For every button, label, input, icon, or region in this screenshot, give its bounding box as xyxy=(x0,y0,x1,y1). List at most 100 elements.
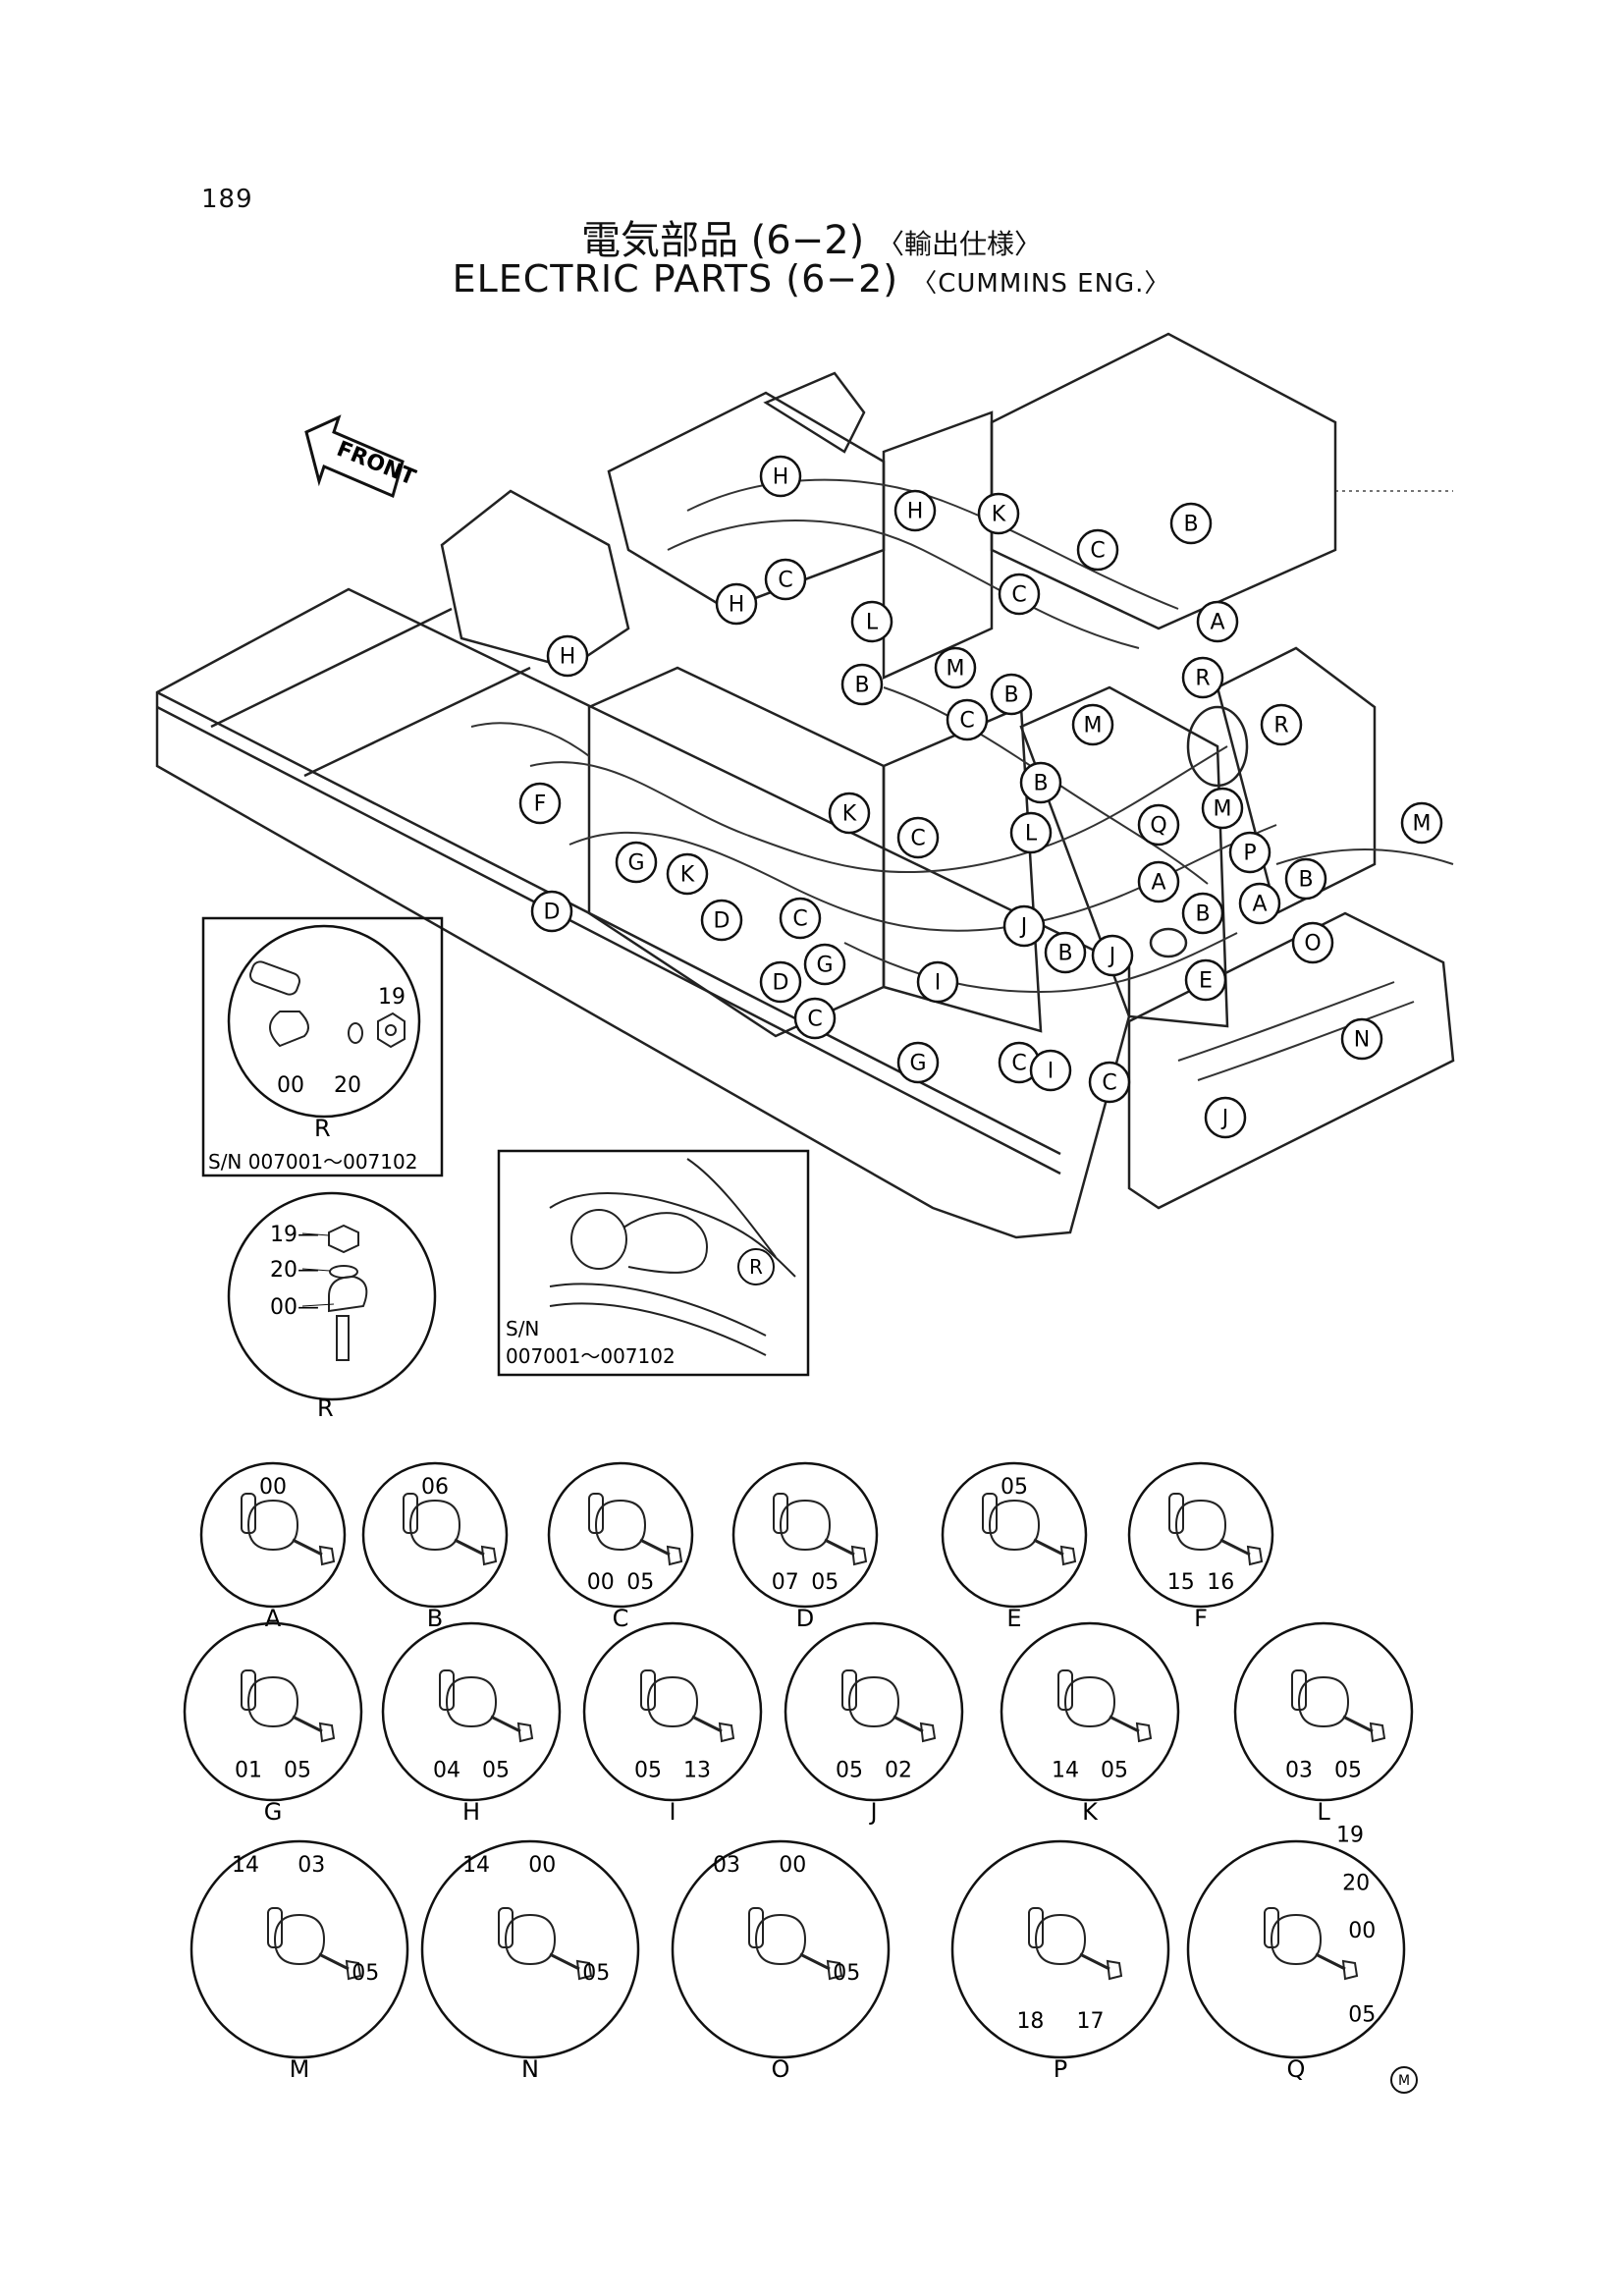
callout-q: Q xyxy=(1137,803,1180,847)
detail-part-label: 05 xyxy=(634,1759,662,1783)
detail-part-label: 01 xyxy=(235,1759,262,1783)
callout-d: D xyxy=(759,960,802,1004)
callout-k: K xyxy=(666,852,709,896)
wire-harness xyxy=(470,478,1454,1081)
detail-letter: P xyxy=(1054,2055,1067,2083)
detail-part-label: 06 xyxy=(421,1475,449,1500)
callout-l: L xyxy=(1009,811,1053,854)
callout-c: C xyxy=(1088,1061,1131,1104)
callout-j: J xyxy=(1204,1096,1247,1139)
detail-a: A00 xyxy=(199,1461,347,1632)
page-number: 189 xyxy=(201,185,253,214)
inset-r1-part-label: 00 xyxy=(277,1073,304,1098)
callout-letter: J xyxy=(1220,1107,1229,1131)
callout-c: C xyxy=(793,997,837,1040)
inset-detail-serial: S/N xyxy=(506,1317,539,1340)
callout-a: A xyxy=(1196,600,1239,643)
callout-letter: M xyxy=(1214,797,1232,822)
callout-letter: L xyxy=(1025,822,1038,847)
callout-letter: D xyxy=(544,901,561,925)
detail-letter: H xyxy=(462,1798,480,1826)
inset-r1-part-label: 19 xyxy=(378,985,406,1010)
detail-part-label: 00 xyxy=(587,1570,615,1595)
callout-letter: C xyxy=(1102,1071,1116,1096)
callout-letter: N xyxy=(1354,1028,1370,1053)
callout-letter: C xyxy=(807,1008,822,1032)
detail-part-label: 05 xyxy=(1334,1759,1362,1783)
callout-letter: C xyxy=(778,569,792,593)
detail-letter: J xyxy=(868,1798,877,1826)
mark-label: M xyxy=(1398,2073,1410,2089)
callout-b: B xyxy=(990,673,1033,716)
callout-letter: E xyxy=(1199,969,1213,994)
callout-letter: C xyxy=(792,907,807,932)
callout-h: H xyxy=(715,582,758,626)
detail-part-label: 05 xyxy=(1348,2003,1376,2028)
inset-r2-letter: R xyxy=(317,1394,334,1422)
callout-g: G xyxy=(896,1041,940,1084)
callout-letter: J xyxy=(1108,945,1116,969)
detail-e: E05 xyxy=(941,1461,1088,1632)
detail-part-label: 17 xyxy=(1077,2009,1105,2034)
detail-part-label: 04 xyxy=(433,1759,460,1783)
callout-b: B xyxy=(1044,931,1087,974)
detail-letter: B xyxy=(427,1605,443,1632)
callout-i: I xyxy=(916,960,959,1004)
inset-r1-letter: R xyxy=(314,1115,331,1142)
callout-c: C xyxy=(896,816,940,859)
detail-part-label: 00 xyxy=(779,1853,806,1878)
detail-part-label: 05 xyxy=(836,1759,863,1783)
callout-letter: R xyxy=(1195,667,1210,691)
front-arrow: FRONT xyxy=(304,414,419,499)
detail-letter: F xyxy=(1194,1605,1208,1632)
callout-r: R xyxy=(1181,656,1224,699)
detail-part-label: 05 xyxy=(833,1961,860,1986)
callout-e: E xyxy=(1184,958,1227,1002)
callout-h: H xyxy=(893,489,937,532)
detail-part-label: 16 xyxy=(1207,1570,1234,1595)
callout-f: F xyxy=(518,782,562,825)
callout-a: A xyxy=(1137,860,1180,903)
detail-part-label: 03 xyxy=(298,1853,325,1878)
callout-b: B xyxy=(1019,761,1062,804)
detail-letter: G xyxy=(264,1798,283,1826)
detail-h: H04 05 xyxy=(381,1621,562,1826)
callout-m: M xyxy=(1400,801,1443,845)
callout-k: K xyxy=(828,792,871,835)
callout-i: I xyxy=(1029,1049,1072,1092)
page-title-jp: 電気部品 (6−2) 〈輸出仕様〉 xyxy=(0,208,1623,265)
detail-part-label: 05 xyxy=(1101,1759,1128,1783)
callout-letter: B xyxy=(1183,513,1198,537)
detail-letter: D xyxy=(796,1605,814,1632)
callout-letter: C xyxy=(1011,583,1026,608)
callout-letter: B xyxy=(1298,868,1313,893)
detail-b: B 06 xyxy=(361,1461,509,1632)
callout-p: P xyxy=(1228,831,1271,874)
detail-part-label: 05 xyxy=(482,1759,510,1783)
callout-letter: I xyxy=(935,971,942,996)
callout-letter: C xyxy=(1011,1052,1026,1076)
callout-o: O xyxy=(1291,921,1334,964)
circled-m-mark: M xyxy=(1390,2066,1418,2094)
detail-letter: L xyxy=(1317,1798,1330,1826)
inset-detail-callout: R xyxy=(749,1255,763,1279)
callout-letter: G xyxy=(627,851,644,876)
callout-letter: R xyxy=(1273,714,1288,738)
callout-letter: O xyxy=(1304,932,1321,957)
callout-letter: H xyxy=(560,645,576,670)
detail-part-label: 03 xyxy=(713,1853,740,1878)
detail-part-label: 05 xyxy=(582,1961,610,1986)
callout-k: K xyxy=(977,492,1020,535)
callout-letter: A xyxy=(1210,611,1224,635)
